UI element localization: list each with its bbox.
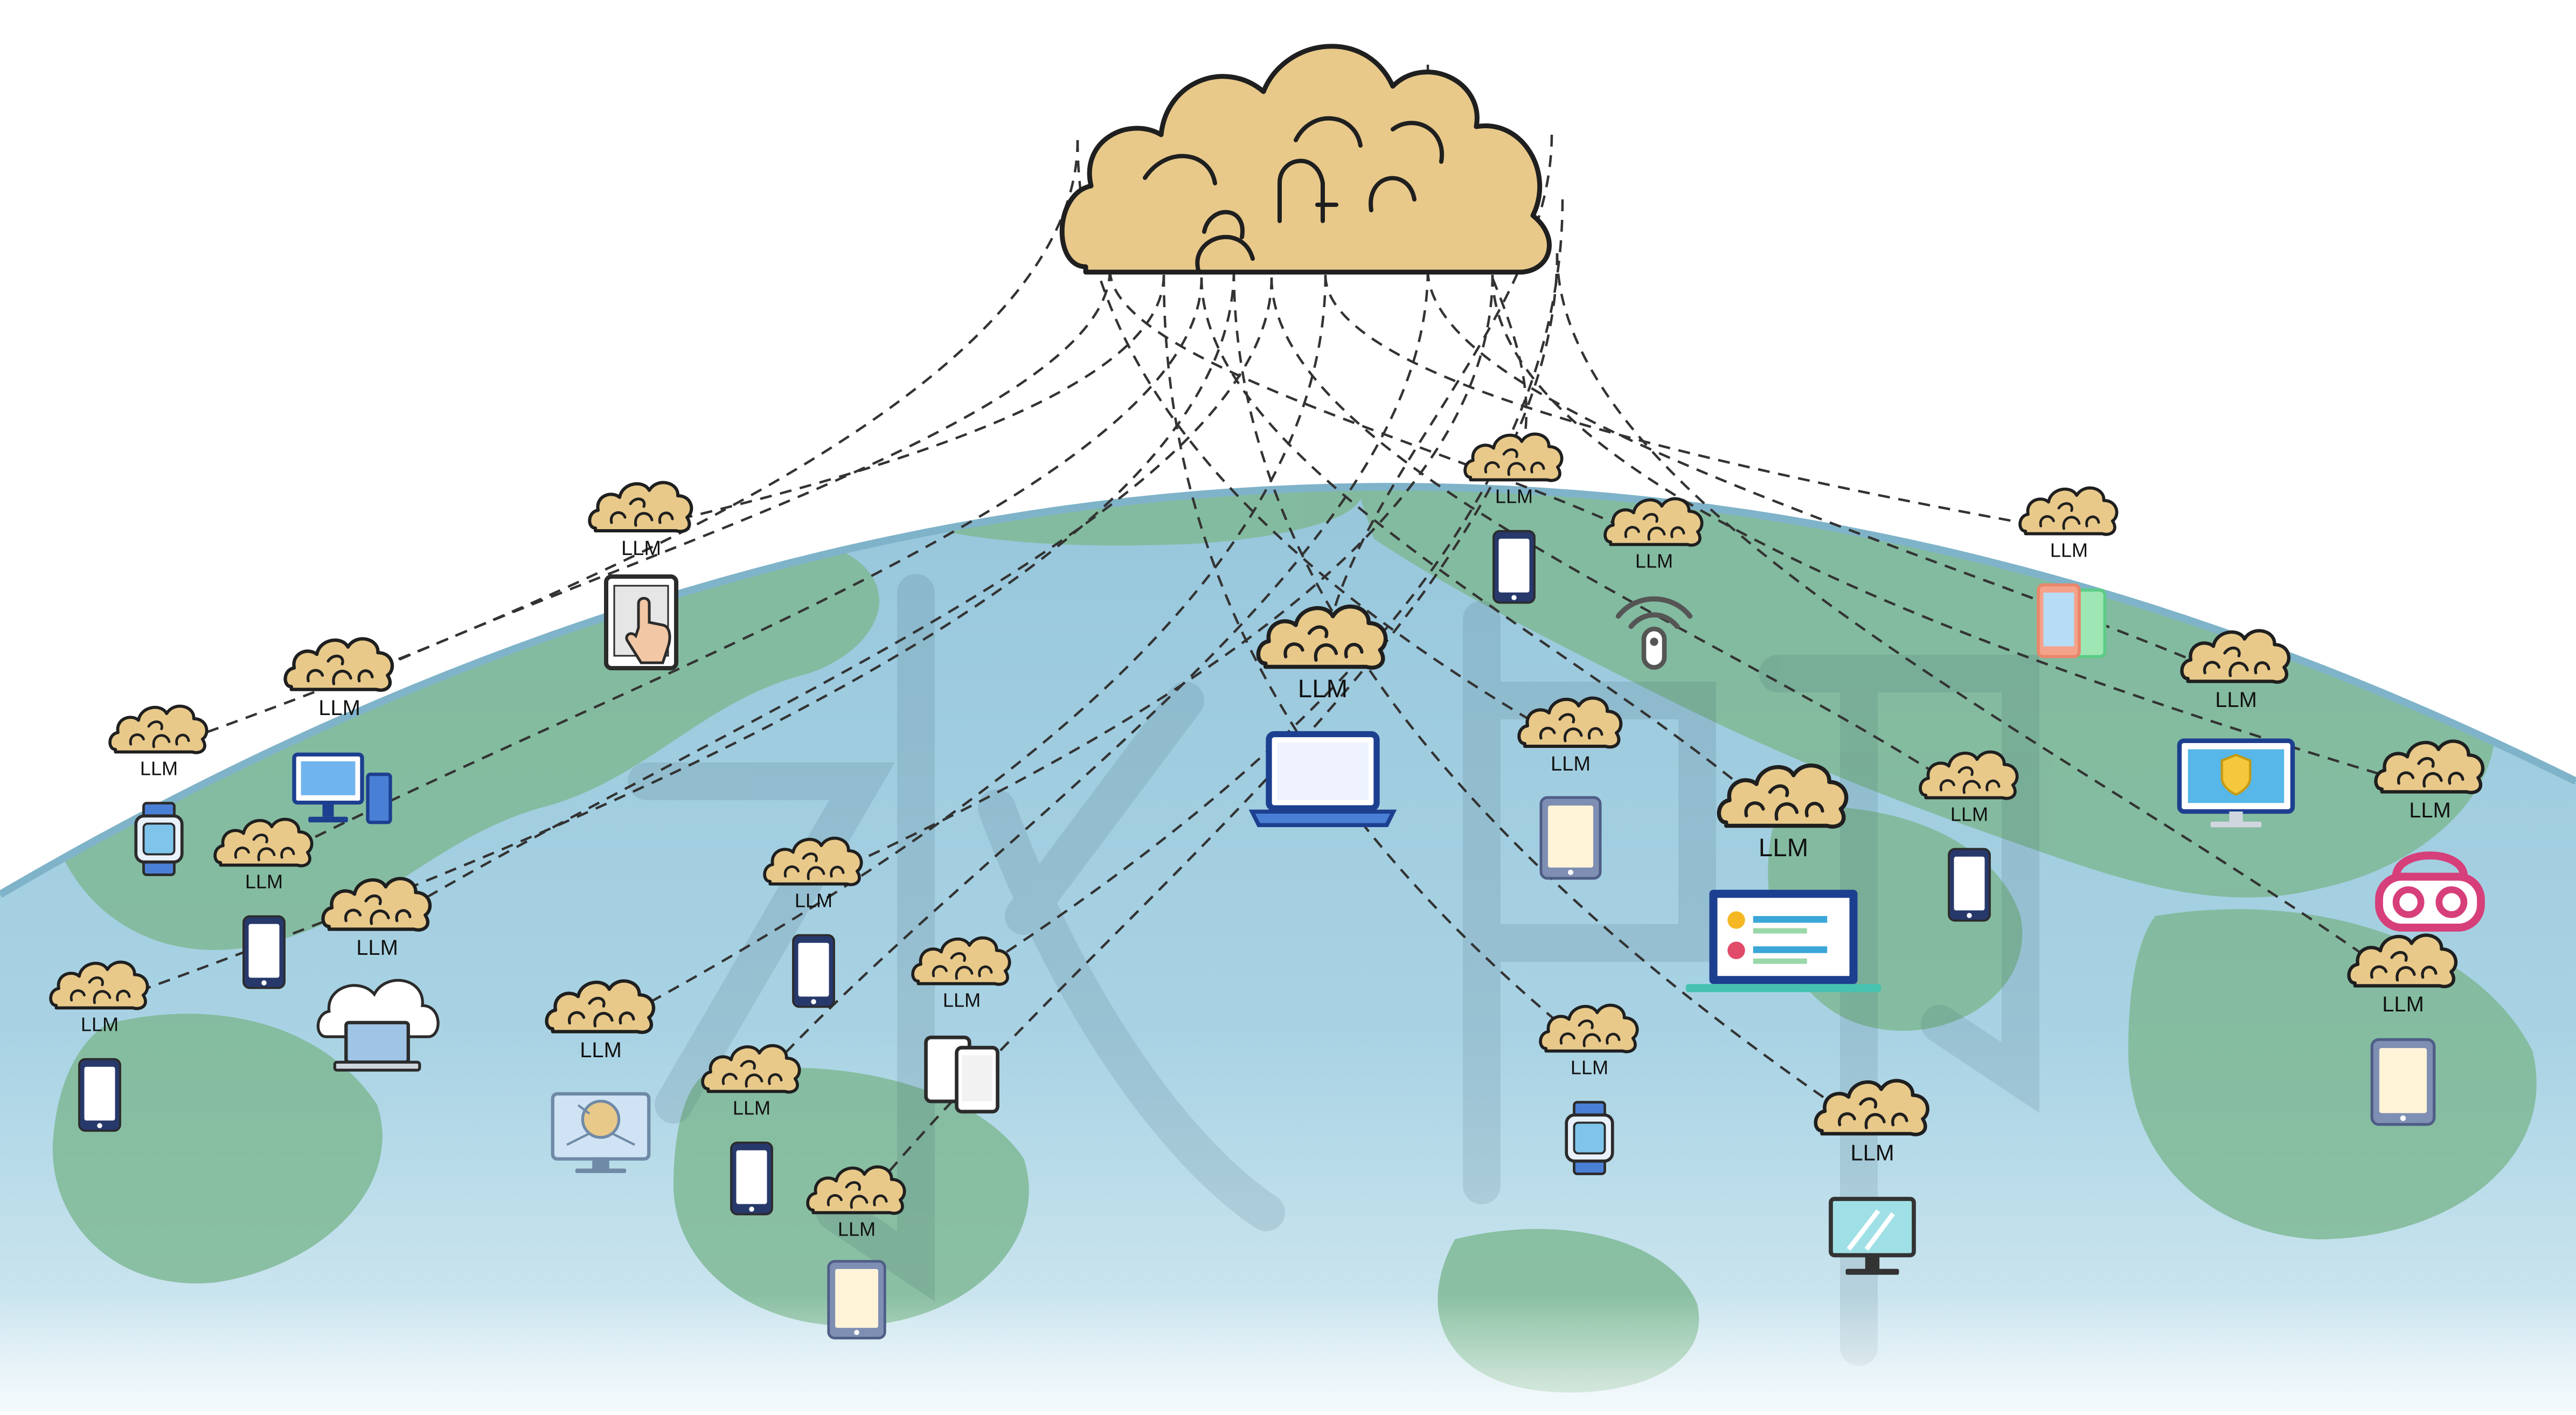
node-label: LLM <box>245 870 283 892</box>
node-security-monitor: LLM <box>2177 631 2295 828</box>
smartwatch-icon <box>1565 1101 1614 1175</box>
node-label: LLM <box>2382 993 2424 1016</box>
node-desktop-left: LLM <box>286 639 392 824</box>
connection-line <box>813 274 1494 883</box>
connection-line <box>600 274 1327 1030</box>
node-label: LLM <box>2215 688 2257 712</box>
phones-icon <box>2037 583 2107 658</box>
connection-line <box>1200 277 1785 823</box>
connection-line <box>1076 140 1572 745</box>
node-phone-far-left: LLM <box>51 962 148 1132</box>
node-label: LLM <box>795 889 832 911</box>
connection-line <box>961 199 1564 982</box>
connection-line <box>339 269 1112 688</box>
node-label: LLM <box>1759 834 1808 862</box>
dual-devices-icon <box>924 1035 999 1114</box>
connection-line <box>641 274 1165 530</box>
device-nodes: LLM LLM LLM LLM LLM LLM LLM LLM LLM LLM LLM LLM LLM L… <box>51 434 2485 1340</box>
connection-line <box>1162 274 1591 1050</box>
node-label: LLM <box>733 1097 770 1119</box>
smartphone-icon <box>78 1058 121 1132</box>
connection-line <box>263 277 1203 864</box>
node-label: LLM <box>2409 799 2451 822</box>
node-label: LLM <box>81 1013 119 1035</box>
node-label: LLM <box>1551 753 1591 775</box>
vr-headset-icon <box>2375 851 2485 932</box>
node-label: LLM <box>838 1218 876 1240</box>
node-tablet-center: LLM <box>1519 698 1621 880</box>
smartphone-icon <box>242 915 286 989</box>
node-laptop-center: LLM <box>1248 607 1397 827</box>
connection-line <box>1324 274 2070 532</box>
node-wireless-sensor: LLM <box>1605 498 1702 670</box>
node-label: LLM <box>318 696 360 720</box>
connection-line <box>1491 274 2431 790</box>
connection-lines <box>99 64 2431 1211</box>
node-vr-headset: LLM <box>2375 741 2485 932</box>
smartphone-icon <box>1492 530 1536 604</box>
ai-brain-monitor-icon <box>551 1092 651 1173</box>
wireless-sensor-icon <box>1615 596 1693 670</box>
node-label: LLM <box>1850 1140 1894 1166</box>
node-cloud-laptop: LLM <box>316 879 440 1072</box>
brain-cloud-icon <box>1059 44 1552 275</box>
node-label: LLM <box>1571 1056 1608 1078</box>
tablet-icon <box>827 1260 886 1340</box>
connection-line <box>1232 269 1873 1132</box>
node-phone-mid: LLM <box>703 1045 800 1216</box>
desktop-computer-icon <box>292 752 392 824</box>
node-smartwatch-center: LLM <box>1540 1005 1637 1175</box>
cloud-laptop-icon <box>316 979 440 1072</box>
node-phones-colorful: LLM <box>2020 488 2117 658</box>
node-label: LLM <box>1495 485 1533 507</box>
node-phone-blue: LLM <box>765 838 862 1008</box>
node-label: LLM <box>2050 539 2088 561</box>
node-ai-monitor: LLM <box>547 981 654 1173</box>
smartphone-icon <box>792 934 835 1008</box>
monitor-icon <box>1829 1197 1916 1275</box>
central-brain-cloud <box>1059 44 1552 275</box>
brain-icon <box>110 706 207 752</box>
brain-icon <box>1465 434 1562 480</box>
node-label: LLM <box>356 936 398 960</box>
touch-tablet-icon <box>604 574 678 670</box>
node-dual-phones: LLM <box>913 938 1010 1114</box>
connection-line <box>1556 253 2404 984</box>
smartphone-icon <box>730 1141 773 1216</box>
node-label: LLM <box>1635 550 1673 572</box>
node-tablet-right: LLM <box>2349 935 2456 1126</box>
node-checklist-laptop: LLM <box>1685 766 1881 993</box>
security-monitor-icon <box>2177 738 2295 828</box>
brain-icon <box>2020 488 2117 534</box>
smartphone-icon <box>1948 848 1991 922</box>
tablet-icon <box>1539 796 1602 880</box>
node-label: LLM <box>1950 803 1988 825</box>
node-label: LLM <box>1298 675 1348 703</box>
brain-icon <box>286 639 392 690</box>
node-label: LLM <box>580 1038 622 1062</box>
node-phone-right: LLM <box>1920 752 2017 922</box>
node-tablet-bottom: LLM <box>808 1167 905 1340</box>
node-phone-top-center: LLM <box>1465 434 1562 604</box>
node-phone-small-left: LLM <box>215 819 312 989</box>
checklist-laptop-icon <box>1685 890 1881 993</box>
node-ebook-tablet: LLM <box>589 483 691 670</box>
laptop-icon <box>1248 731 1397 827</box>
brain-icon <box>589 483 691 532</box>
connection-line <box>1108 269 1655 543</box>
connection-line <box>1321 134 1553 664</box>
node-label: LLM <box>943 989 981 1011</box>
node-label: LLM <box>140 757 178 779</box>
tablet-icon <box>2370 1038 2436 1126</box>
node-monitor-bottom: LLM <box>1816 1081 1928 1275</box>
node-label: LLM <box>621 537 661 560</box>
smartwatch-icon <box>134 802 184 876</box>
node-smartwatch-left: LLM <box>110 706 207 876</box>
